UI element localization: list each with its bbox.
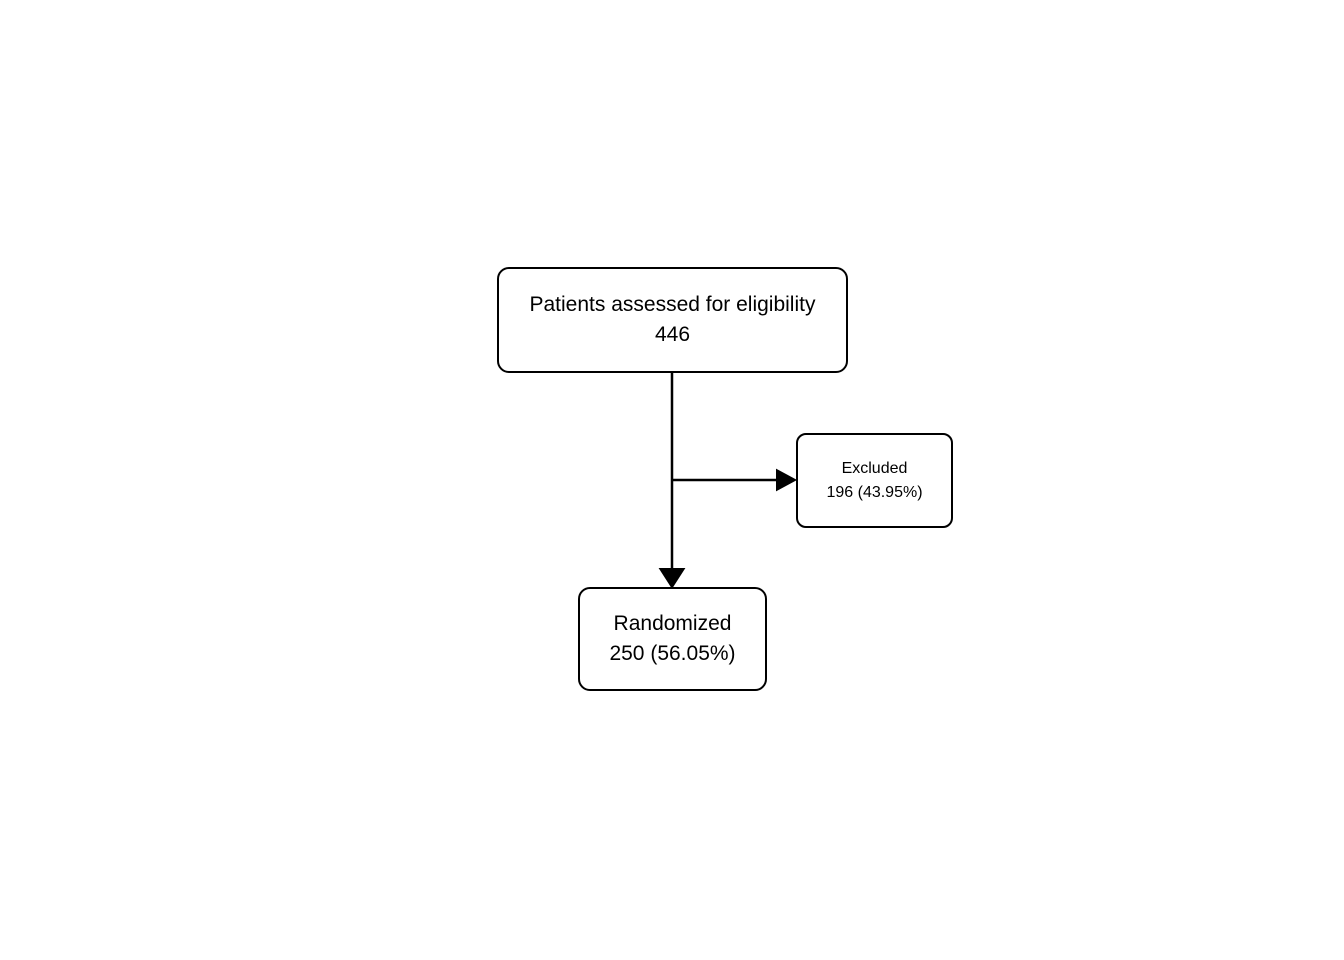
node-patients-assessed-value: 446 (654, 323, 691, 346)
node-excluded-value: 196 (43.95%) (826, 483, 923, 501)
arrowhead-right (776, 468, 798, 492)
node-excluded-label: Excluded (841, 459, 908, 477)
node-excluded: Excluded 196 (43.95%) (796, 433, 953, 528)
node-randomized-label: Randomized (613, 612, 732, 635)
node-patients-assessed-label: Patients assessed for eligibility (529, 293, 816, 316)
node-randomized: Randomized 250 (56.05%) (578, 587, 767, 691)
node-randomized-value: 250 (56.05%) (609, 642, 736, 665)
arrowhead-down (658, 568, 686, 589)
node-patients-assessed: Patients assessed for eligibility 446 (497, 267, 848, 373)
